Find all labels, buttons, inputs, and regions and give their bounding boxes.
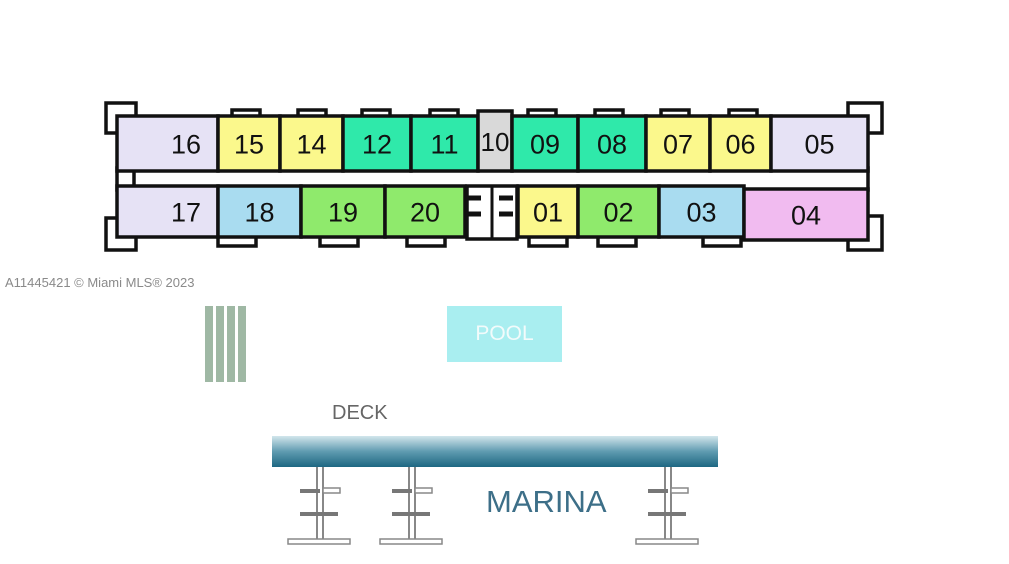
dock-slip bbox=[670, 487, 689, 494]
unit-04 bbox=[742, 187, 870, 242]
unit-label-03: 03 bbox=[686, 198, 716, 228]
unit-label-20: 20 bbox=[410, 198, 440, 228]
unit-label-15: 15 bbox=[234, 130, 264, 160]
tree-icon bbox=[205, 306, 213, 382]
unit-label-01: 01 bbox=[533, 198, 563, 228]
unit-08 bbox=[576, 114, 648, 173]
unit-16 bbox=[115, 114, 220, 173]
dock-end bbox=[287, 538, 351, 545]
tree-icon bbox=[216, 306, 224, 382]
unit-label-16: 16 bbox=[171, 130, 201, 160]
unit-14 bbox=[278, 114, 345, 173]
tree-icon bbox=[227, 306, 235, 382]
unit-label-06: 06 bbox=[725, 130, 755, 160]
dock-slip bbox=[414, 487, 433, 494]
unit-label-12: 12 bbox=[362, 130, 392, 160]
unit-label-08: 08 bbox=[597, 130, 627, 160]
unit-18 bbox=[216, 184, 303, 239]
unit-label-11: 11 bbox=[430, 130, 458, 160]
unit-label-17: 17 bbox=[171, 198, 201, 228]
unit-label-07: 07 bbox=[663, 130, 693, 160]
unit-17 bbox=[115, 184, 220, 239]
unit-15 bbox=[216, 114, 282, 173]
deck-label: DECK bbox=[332, 402, 388, 424]
marina-label: MARINA bbox=[486, 484, 607, 519]
unit-05 bbox=[769, 114, 870, 173]
dock-end bbox=[635, 538, 699, 545]
tree-icon bbox=[238, 306, 246, 382]
unit-label-18: 18 bbox=[244, 198, 274, 228]
unit-label-05: 05 bbox=[804, 130, 834, 160]
unit-label-10: 10 bbox=[481, 127, 510, 157]
dock-slip bbox=[322, 487, 341, 494]
unit-10 bbox=[476, 109, 514, 173]
unit-07 bbox=[644, 114, 712, 173]
pool-label: POOL bbox=[475, 322, 534, 345]
dock-walkway bbox=[272, 436, 718, 467]
unit-label-04: 04 bbox=[791, 201, 821, 231]
mls-watermark: A11445421 © Miami MLS® 2023 bbox=[5, 275, 195, 290]
pool: POOL bbox=[447, 306, 562, 362]
unit-label-14: 14 bbox=[296, 130, 326, 160]
unit-label-09: 09 bbox=[530, 130, 560, 160]
unit-label-02: 02 bbox=[603, 198, 633, 228]
unit-20 bbox=[383, 184, 467, 239]
unit-label-19: 19 bbox=[328, 198, 358, 228]
dock-end bbox=[379, 538, 443, 545]
